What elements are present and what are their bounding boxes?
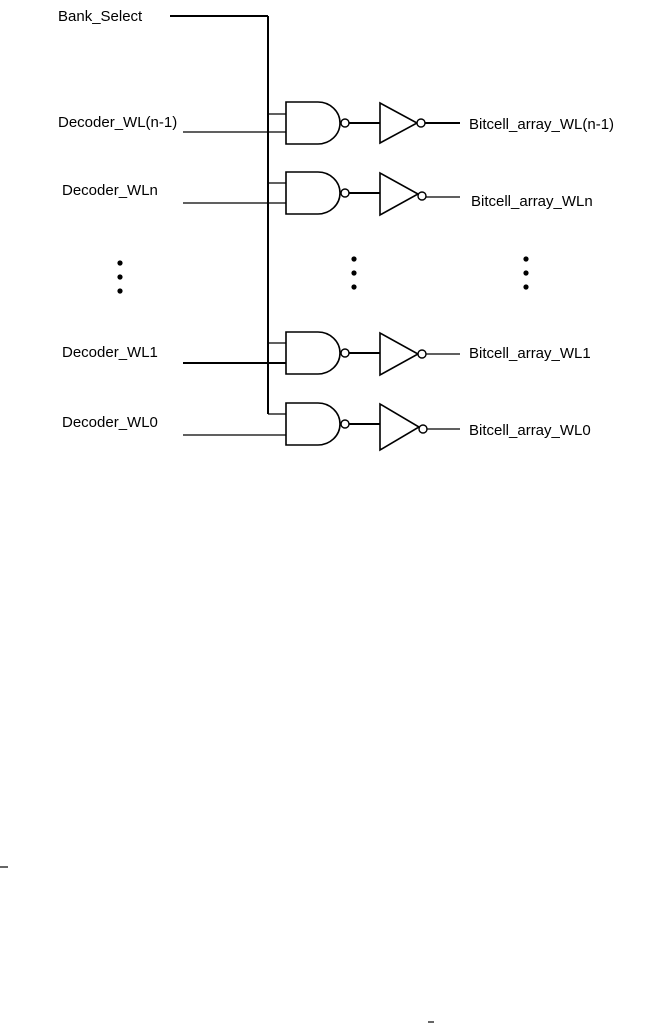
decoder-input-label: Decoder_WL1 xyxy=(62,344,158,361)
nand-bubble xyxy=(340,188,350,198)
inverter-bubble xyxy=(416,118,426,128)
nand-gate xyxy=(285,101,341,145)
nand-gate xyxy=(285,171,341,215)
ellipsis-middle xyxy=(351,256,357,290)
nand-bubble xyxy=(340,419,350,429)
decoder-input-label: Decoder_WL0 xyxy=(62,414,158,431)
nand-bubble xyxy=(340,118,350,128)
driver-row-wl-n: Decoder_WLn Bitcell_array_WLn xyxy=(62,171,593,217)
nand-bubble xyxy=(340,348,350,358)
ellipsis-left xyxy=(117,260,123,294)
decoder-input-label: Decoder_WL(n-1) xyxy=(58,114,177,131)
inverter-gate xyxy=(379,171,420,217)
bank-select-label: Bank_Select xyxy=(58,8,143,25)
inverter-gate xyxy=(379,101,419,145)
inverter-bubble xyxy=(417,191,427,201)
bitcell-output-label: Bitcell_array_WL(n-1) xyxy=(469,116,614,133)
driver-row-wl-1: Decoder_WL1 Bitcell_array_WL1 xyxy=(62,331,591,377)
bitcell-output-label: Bitcell_array_WL0 xyxy=(469,422,591,439)
bitcell-output-label: Bitcell_array_WLn xyxy=(471,193,593,210)
nand-gate xyxy=(285,402,341,446)
inverter-gate xyxy=(379,402,421,452)
inverter-bubble xyxy=(418,424,428,434)
ellipsis-right xyxy=(523,256,529,290)
bitcell-output-label: Bitcell_array_WL1 xyxy=(469,345,591,362)
inverter-bubble xyxy=(417,349,427,359)
nand-gate xyxy=(285,331,341,375)
driver-row-wl-0: Decoder_WL0 Bitcell_array_WL0 xyxy=(62,402,591,452)
decoder-input-label: Decoder_WLn xyxy=(62,182,158,199)
driver-row-wl-n-minus-1: Decoder_WL(n-1) Bitcell_array_WL(n-1) xyxy=(58,101,614,145)
inverter-gate xyxy=(379,331,420,377)
